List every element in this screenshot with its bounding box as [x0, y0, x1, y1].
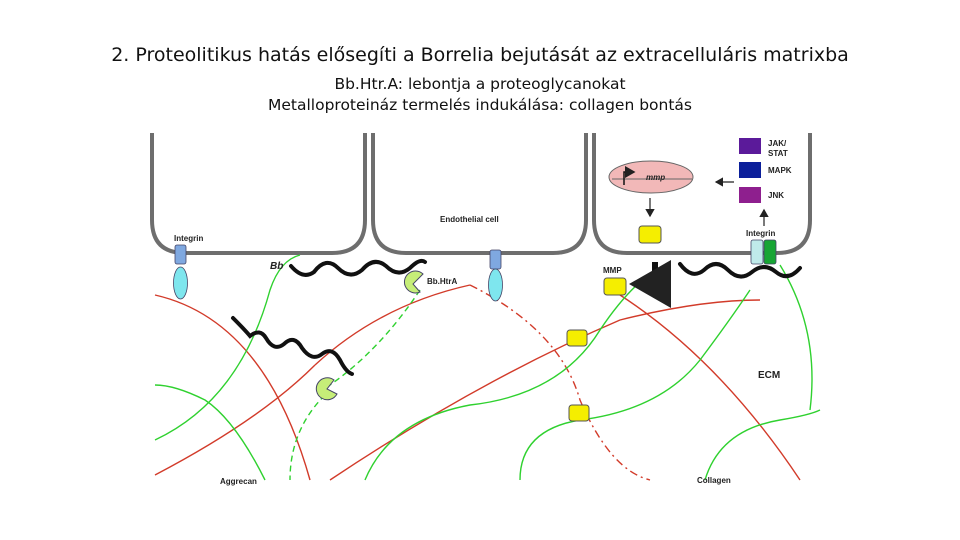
aggrecan-fiber: [154, 254, 301, 441]
endothelial-cell-right: [592, 133, 812, 255]
jak-stat-label-1: JAK/: [768, 139, 787, 148]
endothelial-cell-label: Endothelial cell: [440, 215, 499, 224]
borrelia-spirochetes: [231, 258, 802, 376]
integrin-left: [173, 244, 188, 300]
collagen-fiber: [619, 294, 801, 481]
mapk-swatch: [739, 162, 761, 178]
mmp-proteins: [566, 225, 662, 422]
mmp-protein: [638, 225, 662, 244]
bbhtra-protease-ecm: [315, 377, 338, 401]
integrin-left-label: Integrin: [174, 234, 203, 243]
aggrecan-label: Aggrecan: [220, 477, 257, 486]
aggrecan-fiber: [779, 264, 813, 411]
ecm-label: ECM: [758, 370, 780, 381]
mmp-secretion-arrow: [629, 260, 671, 308]
subtitle-metalloproteinase: Metalloproteináz termelés indukálása: co…: [268, 96, 692, 114]
aggrecan-fiber: [704, 409, 821, 481]
spirochete-top: [289, 258, 427, 277]
integrin-middle: [488, 249, 503, 302]
endothelial-cell-left: [150, 133, 367, 255]
jnk-swatch: [739, 187, 761, 203]
mapk-label: MAPK: [768, 166, 792, 175]
spirochete-middle: [231, 316, 354, 376]
collagen-fibers: [154, 284, 801, 481]
collagen-label: Collagen: [697, 476, 731, 485]
collagen-fiber-dashed: [469, 284, 651, 481]
signaling-legend: JAK/ STAT MAPK JNK: [739, 138, 792, 203]
bbhtra-protease: [403, 270, 424, 294]
jak-stat-label-2: STAT: [768, 149, 788, 158]
aggrecan-fiber: [154, 384, 266, 481]
mmp-protein: [603, 277, 627, 296]
collagen-fiber: [154, 294, 311, 481]
collagen-fiber: [154, 364, 316, 476]
bbhtra-label: Bb.HtrA: [427, 277, 457, 286]
aggrecan-fiber-dashed: [289, 394, 326, 481]
aggrecan-fiber: [364, 281, 641, 481]
integrin-right: [750, 239, 777, 265]
mmp-gene-label: mmp: [646, 173, 665, 182]
collagen-fiber: [329, 299, 761, 481]
subtitle-bbhtra: Bb.Htr.A: lebontja a proteoglycanokat: [334, 75, 626, 93]
jak-stat-swatch: [739, 138, 761, 154]
aggrecan-fiber: [519, 289, 751, 481]
integrin-right-label: Integrin: [746, 229, 775, 238]
mmp-gene-nucleus: [608, 160, 694, 194]
jnk-label: JNK: [768, 191, 784, 200]
aggrecan-fiber-dashed: [329, 289, 421, 386]
mmp-protein-label: MMP: [603, 266, 622, 275]
endothelial-cells: [150, 133, 812, 255]
mmp-protein: [568, 404, 590, 422]
collagen-fiber: [314, 284, 471, 366]
mmp-protein: [566, 329, 588, 347]
bb-label: Bb: [270, 261, 283, 272]
endothelial-cell-middle: [371, 133, 588, 255]
spirochete-right: [678, 262, 802, 279]
slide-title: 2. Proteolitikus hatás elősegíti a Borre…: [111, 44, 849, 66]
aggrecan-fibers: [154, 254, 821, 481]
